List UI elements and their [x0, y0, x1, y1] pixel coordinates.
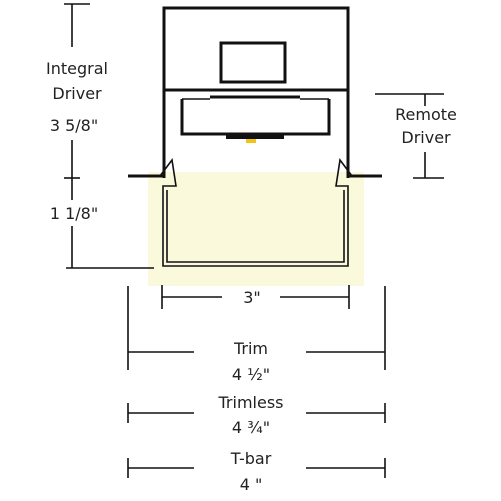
- remote-driver-marker: [375, 93, 444, 179]
- integral-driver-label-line1: Integral: [46, 59, 108, 78]
- width-dimension-label: 3": [243, 288, 261, 307]
- driver-housing: [162, 6, 350, 178]
- trimless-title: Trimless: [218, 393, 284, 412]
- integral-driver-label-line2: Driver: [52, 84, 102, 103]
- tbar-dimension-label: 4 ": [240, 475, 263, 494]
- tbar-title: T-bar: [230, 449, 272, 468]
- trim-dimension: Trim 4 ½": [128, 339, 385, 384]
- light-glow-area: [148, 172, 364, 286]
- trim-dimension-label: 4 ½": [232, 365, 270, 384]
- trimless-dimension: Trimless 4 ¾": [127, 393, 386, 437]
- left-dimension-line: [64, 3, 154, 269]
- led-module: [246, 139, 256, 143]
- trimless-dimension-label: 4 ¾": [232, 418, 270, 437]
- trim-profile: [159, 157, 353, 267]
- driver-bracket: [180, 95, 331, 143]
- tbar-dimension: T-bar 4 ": [127, 449, 386, 494]
- trim-title: Trim: [233, 339, 268, 358]
- remote-driver-label-line1: Remote: [395, 105, 457, 124]
- width-dimension: 3": [161, 285, 350, 309]
- remote-driver-label-line2: Driver: [401, 128, 451, 147]
- integral-driver-dimension: 3 5/8": [50, 116, 98, 135]
- height-dimension: 1 1/8": [50, 204, 98, 223]
